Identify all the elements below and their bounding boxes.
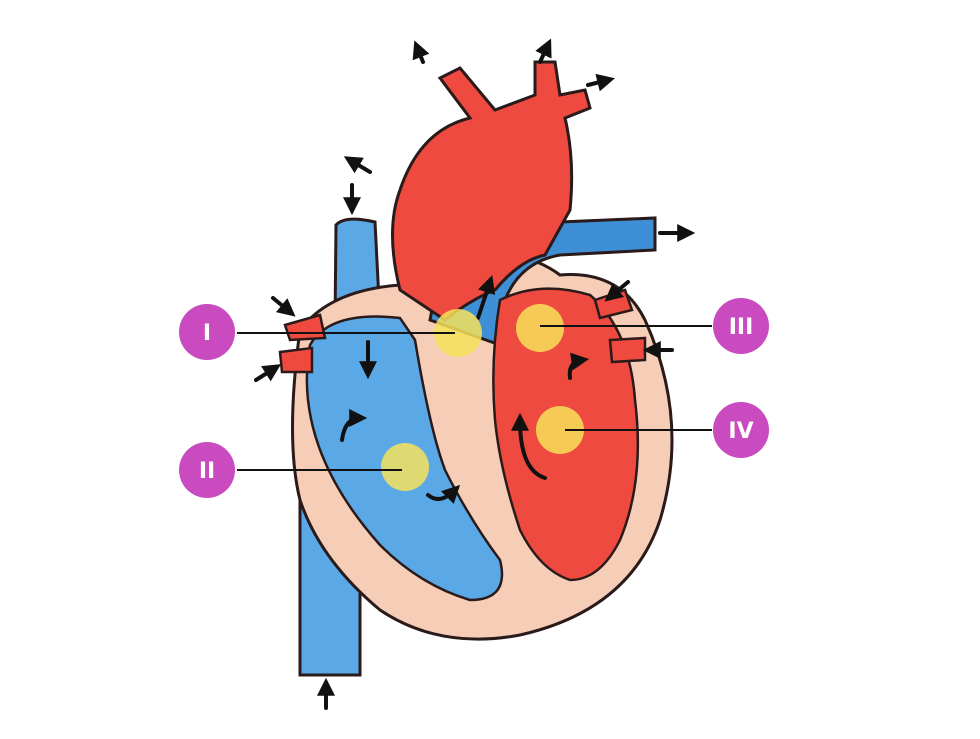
callout-label-II: II [199,459,215,484]
callout-label-IV: IV [728,419,753,444]
callout-label-I: I [203,321,211,346]
callout-III: III [713,298,769,354]
valve-marker-I [434,309,482,357]
flow-arrows [254,38,696,710]
callout-II: II [179,442,235,498]
callout-label-III: III [729,315,754,340]
valve-marker-II [381,443,429,491]
leader-lines [237,325,712,471]
valve-markers [381,304,584,491]
callout-IV: IV [713,402,769,458]
callout-I: I [179,304,235,360]
valve-marker-IV [536,406,584,454]
valve-marker-III [516,304,564,352]
